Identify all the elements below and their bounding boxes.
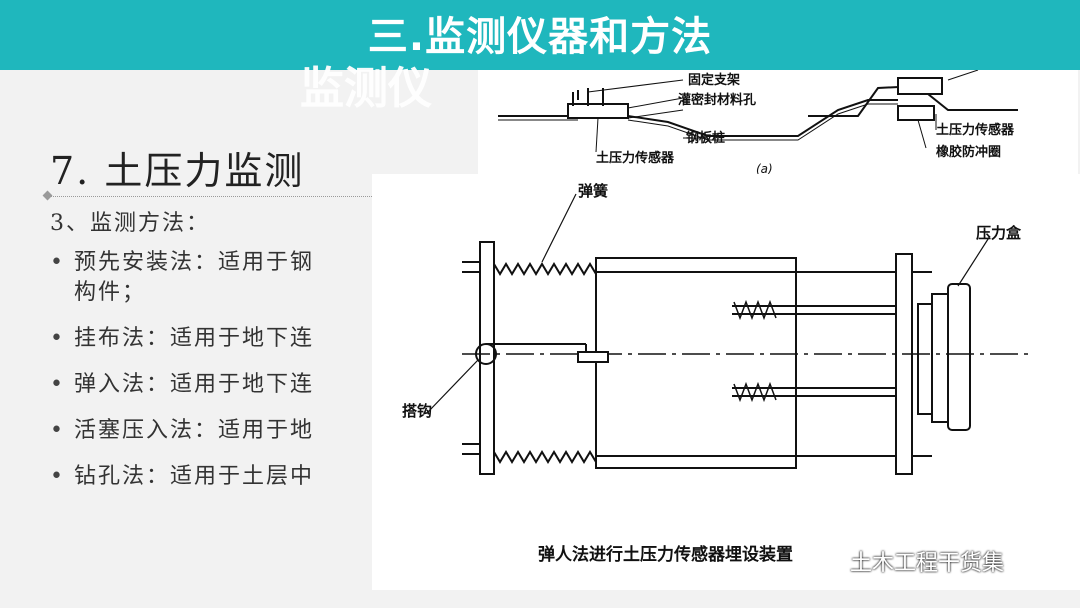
panel-label: (a)	[756, 162, 773, 174]
list-item-line2: 构件；	[74, 280, 147, 305]
spring-device-diagram: 弹簧 压力盒 搭钩 弹人法进行土压力传感器埋设装置	[372, 174, 1080, 590]
list-item: 弹入法：适用于地下连	[48, 370, 494, 400]
list-item-line1: 钻孔法：适用于土层中	[74, 464, 315, 489]
figure-caption: 弹人法进行土压力传感器埋设装置	[538, 544, 793, 565]
label-seal-hole: 灌密封材料孔	[678, 92, 756, 108]
list-item: 活塞压入法：适用于地	[48, 416, 494, 446]
wechat-icon	[818, 550, 844, 572]
ghost-title: 监测仪	[300, 63, 432, 114]
label-fixed-support: 固定支架	[688, 72, 740, 88]
divider-line	[48, 196, 468, 197]
label-pressure-box: 压力盒	[976, 224, 1022, 242]
method-subheading: 3、监测方法：	[50, 211, 210, 236]
label-steel-pile: 钢板桩	[686, 130, 725, 146]
list-item: 挂布法：适用于地下连	[48, 324, 494, 354]
label-sensor-left: 土压力传感器	[596, 150, 675, 166]
list-item: 预先安装法：适用于钢 构件；	[48, 248, 494, 308]
list-item-line1: 挂布法：适用于地下连	[74, 326, 315, 351]
method-list: 预先安装法：适用于钢 构件； 挂布法：适用于地下连 弹入法：适用于地下连 活塞压…	[48, 248, 494, 492]
list-item-line1: 活塞压入法：适用于地	[74, 418, 315, 443]
list-item-line1: 预先安装法：适用于钢	[74, 250, 315, 275]
label-sensor-right: 土压力传感器	[936, 122, 1015, 138]
watermark-text: 土木工程干货集	[850, 551, 1005, 576]
title-bar: 三.监测仪器和方法	[0, 0, 1080, 70]
slide-title: 三.监测仪器和方法	[367, 14, 713, 60]
label-rubber-ring: 橡胶防冲圈	[936, 144, 1001, 160]
installation-diagram-top: 固定支架 灌密封材料孔 钢板桩 土压力传感器 土压力传感器 橡胶防冲圈 (a)	[478, 70, 1078, 174]
section-heading: 7. 土压力监测	[50, 149, 305, 193]
label-spring: 弹簧	[578, 182, 608, 200]
watermark: 土木工程干货集	[818, 545, 1004, 577]
label-hook: 搭钩	[402, 402, 432, 420]
installation-diagram-top-drawing: 固定支架 灌密封材料孔 钢板桩 土压力传感器 土压力传感器 橡胶防冲圈 (a)	[498, 70, 1018, 174]
spring-device-drawing: 弹簧 压力盒 搭钩 弹人法进行土压力传感器埋设装置	[402, 182, 1032, 565]
list-item: 钻孔法：适用于土层中	[48, 462, 494, 492]
list-item-line1: 弹入法：适用于地下连	[74, 372, 315, 397]
